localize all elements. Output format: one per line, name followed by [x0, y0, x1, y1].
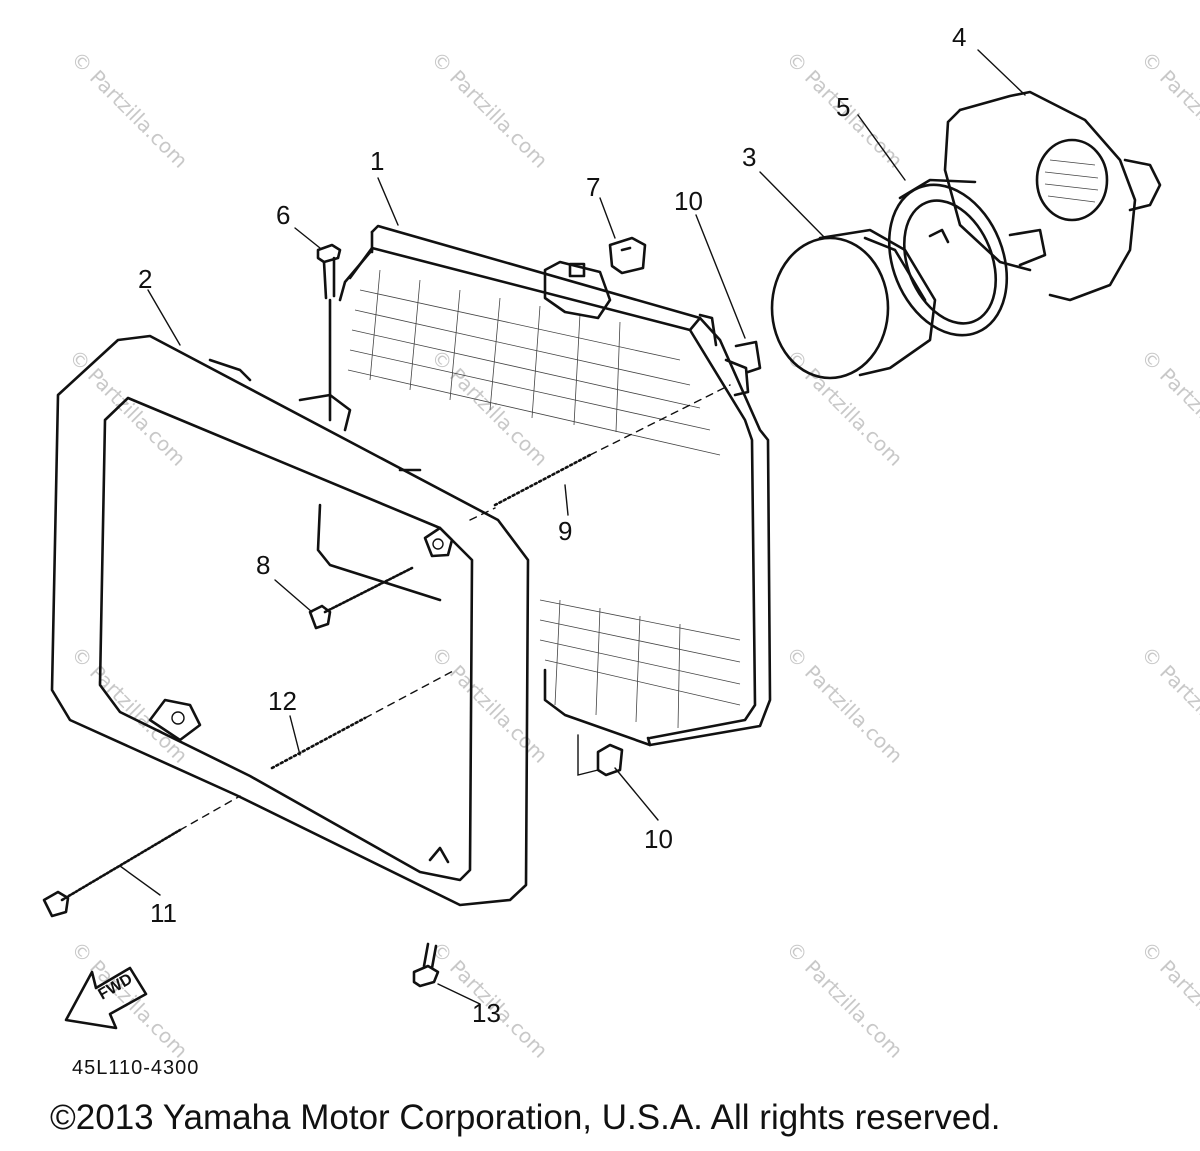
part-code: 45L110-4300	[72, 1057, 199, 1079]
callout-11: 11	[150, 898, 177, 928]
watermark: © Partzilla.com	[66, 47, 192, 173]
callout-6: 6	[276, 200, 290, 230]
watermark: © Partzilla.com	[426, 642, 552, 768]
callout-5: 5	[836, 92, 850, 122]
callout-10-lower: 10	[644, 824, 673, 854]
lens-pattern	[347, 269, 741, 729]
watermark: © Partzilla.com	[64, 345, 190, 471]
watermark: © Partzilla.com	[781, 642, 907, 768]
watermark: © Partzilla.com	[426, 47, 552, 173]
watermark: © Partzilla.com	[426, 345, 552, 471]
callout-2: 2	[138, 264, 152, 294]
bulb	[770, 228, 950, 380]
callout-10-upper: 10	[674, 186, 703, 216]
callout-8: 8	[256, 550, 270, 580]
clip-10-lower	[577, 734, 624, 777]
callout-3: 3	[742, 142, 756, 172]
watermark: © Partzilla.com	[66, 642, 192, 768]
screw-13	[412, 942, 440, 988]
callout-numbers: 1 2 3 4 5 6 7 8 9 10 10 11 12 13	[138, 22, 966, 1028]
screw-8	[308, 566, 414, 630]
screw-11	[42, 795, 241, 918]
watermark: © Partzilla.com	[1136, 47, 1200, 173]
bulb-cover	[943, 90, 1162, 302]
leader-lines	[119, 49, 1026, 1005]
watermark: © Partzilla.com	[1136, 937, 1200, 1063]
watermark: © Partzilla.com	[781, 937, 907, 1063]
callout-1: 1	[370, 146, 384, 176]
callout-4: 4	[952, 22, 966, 52]
spring-9	[469, 384, 731, 521]
watermark: © Partzilla.com	[1136, 345, 1200, 471]
headlight-rim	[50, 334, 530, 907]
callout-9: 9	[558, 516, 572, 546]
watermark: © Partzilla.com	[1136, 642, 1200, 768]
nut-7	[608, 236, 647, 275]
watermark: © Partzilla.com	[66, 937, 192, 1063]
watermark: © Partzilla.com	[781, 345, 907, 471]
callout-7: 7	[586, 172, 600, 202]
bulb-holder	[887, 178, 1009, 337]
headlight-unit	[316, 224, 772, 747]
watermark-layer: © Partzilla.com © Partzilla.com © Partzi…	[64, 47, 1200, 1063]
callout-12: 12	[268, 686, 297, 716]
callout-13: 13	[472, 998, 501, 1028]
spring-12	[270, 669, 456, 770]
copyright-notice: ©2013 Yamaha Motor Corporation, U.S.A. A…	[50, 1098, 1001, 1137]
screw-6	[316, 243, 342, 421]
